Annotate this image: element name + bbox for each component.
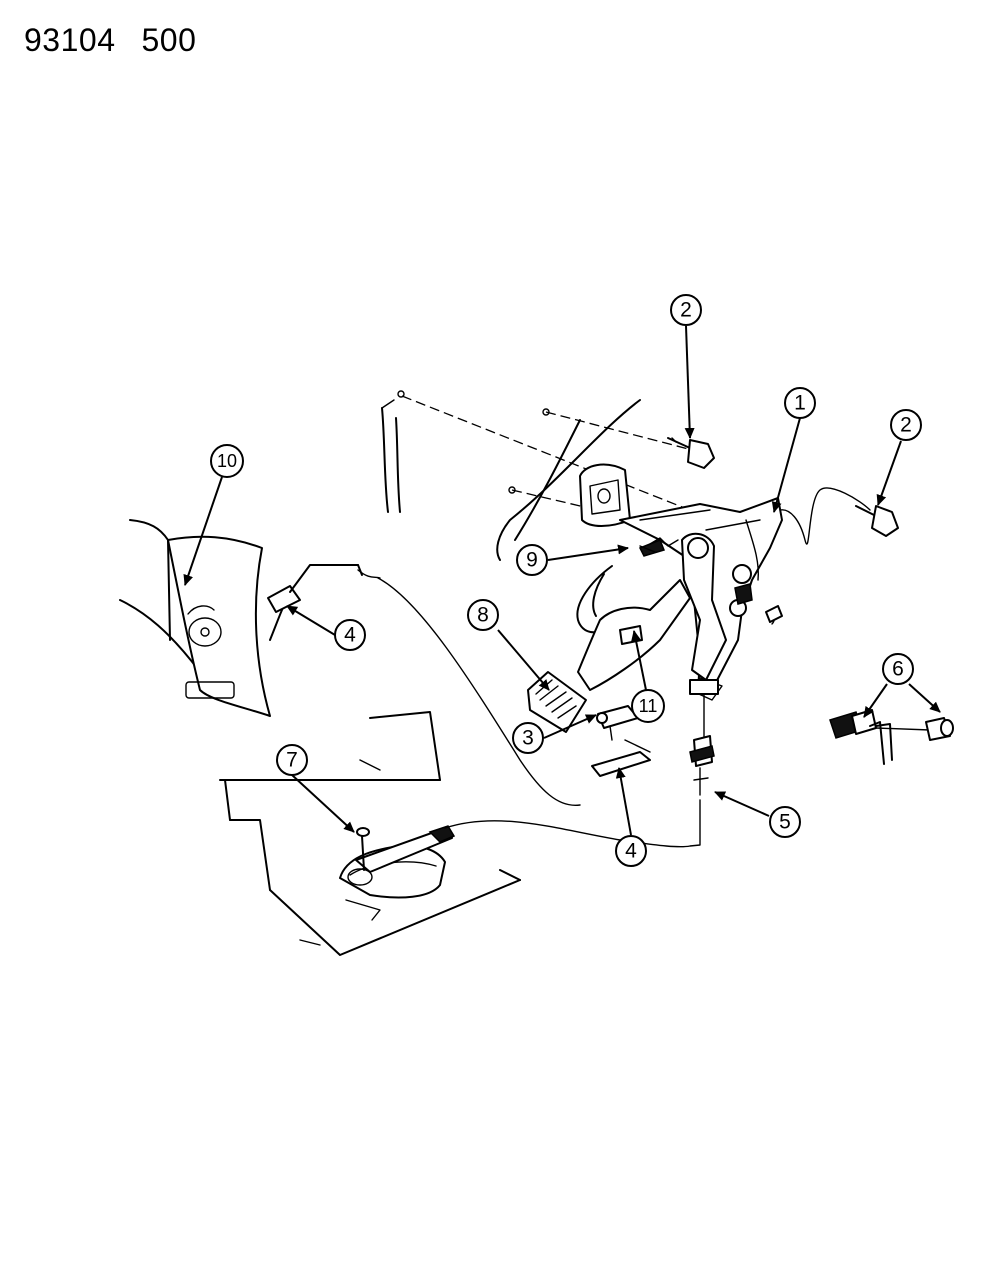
callout-7-label: 7 <box>286 749 298 772</box>
callout-3: 3 <box>512 722 544 754</box>
diagram-code-left: 93104 <box>24 22 116 58</box>
bolt-upper <box>667 437 715 469</box>
callout-4-upper: 4 <box>334 619 366 651</box>
callout-2-upper-label: 2 <box>680 299 692 322</box>
callout-leaders <box>183 325 941 836</box>
callout-2-upper: 2 <box>670 294 702 326</box>
callout-3-label: 3 <box>522 727 534 750</box>
callout-7: 7 <box>276 744 308 776</box>
pedal-pivot-bushing <box>639 545 656 553</box>
callout-6-label: 6 <box>892 658 904 681</box>
equalizer-cable-loop <box>779 487 871 545</box>
callout-4-upper-label: 4 <box>344 624 356 647</box>
release-handle-rod <box>267 564 381 641</box>
callout-11-label: 11 <box>639 696 658 716</box>
callout-8-label: 8 <box>477 604 489 627</box>
callout-5: 5 <box>769 806 801 838</box>
callout-6: 6 <box>882 653 914 685</box>
callout-4-lower: 4 <box>615 835 647 867</box>
callout-10-label: 10 <box>217 451 237 471</box>
release-cable <box>377 577 581 806</box>
bolt-right <box>855 505 899 537</box>
callout-8: 8 <box>467 599 499 631</box>
callout-1: 1 <box>784 387 816 419</box>
callout-4-lower-label: 4 <box>625 840 637 863</box>
mounting-dash-lines <box>397 390 721 523</box>
diagram-code-right: 500 <box>141 22 197 58</box>
callout-9-label: 9 <box>526 549 538 572</box>
callout-1-label: 1 <box>794 392 806 415</box>
callout-10: 10 <box>210 444 244 478</box>
floor-tunnel-outline <box>219 711 521 956</box>
pedal-bracket-assembly <box>527 463 783 796</box>
dash-panel-outline <box>381 399 641 561</box>
callout-2-right: 2 <box>890 409 922 441</box>
callout-5-label: 5 <box>779 811 791 834</box>
diagram-header: 93104 500 <box>24 22 222 59</box>
cowl-side-trim-panel <box>119 519 271 717</box>
callout-2-right-label: 2 <box>900 414 912 437</box>
parking-brake-lever-console <box>339 825 456 921</box>
callout-9: 9 <box>516 544 548 576</box>
callout-11: 11 <box>631 689 665 723</box>
rear-cable <box>444 799 701 848</box>
brake-warning-switch <box>829 709 954 765</box>
